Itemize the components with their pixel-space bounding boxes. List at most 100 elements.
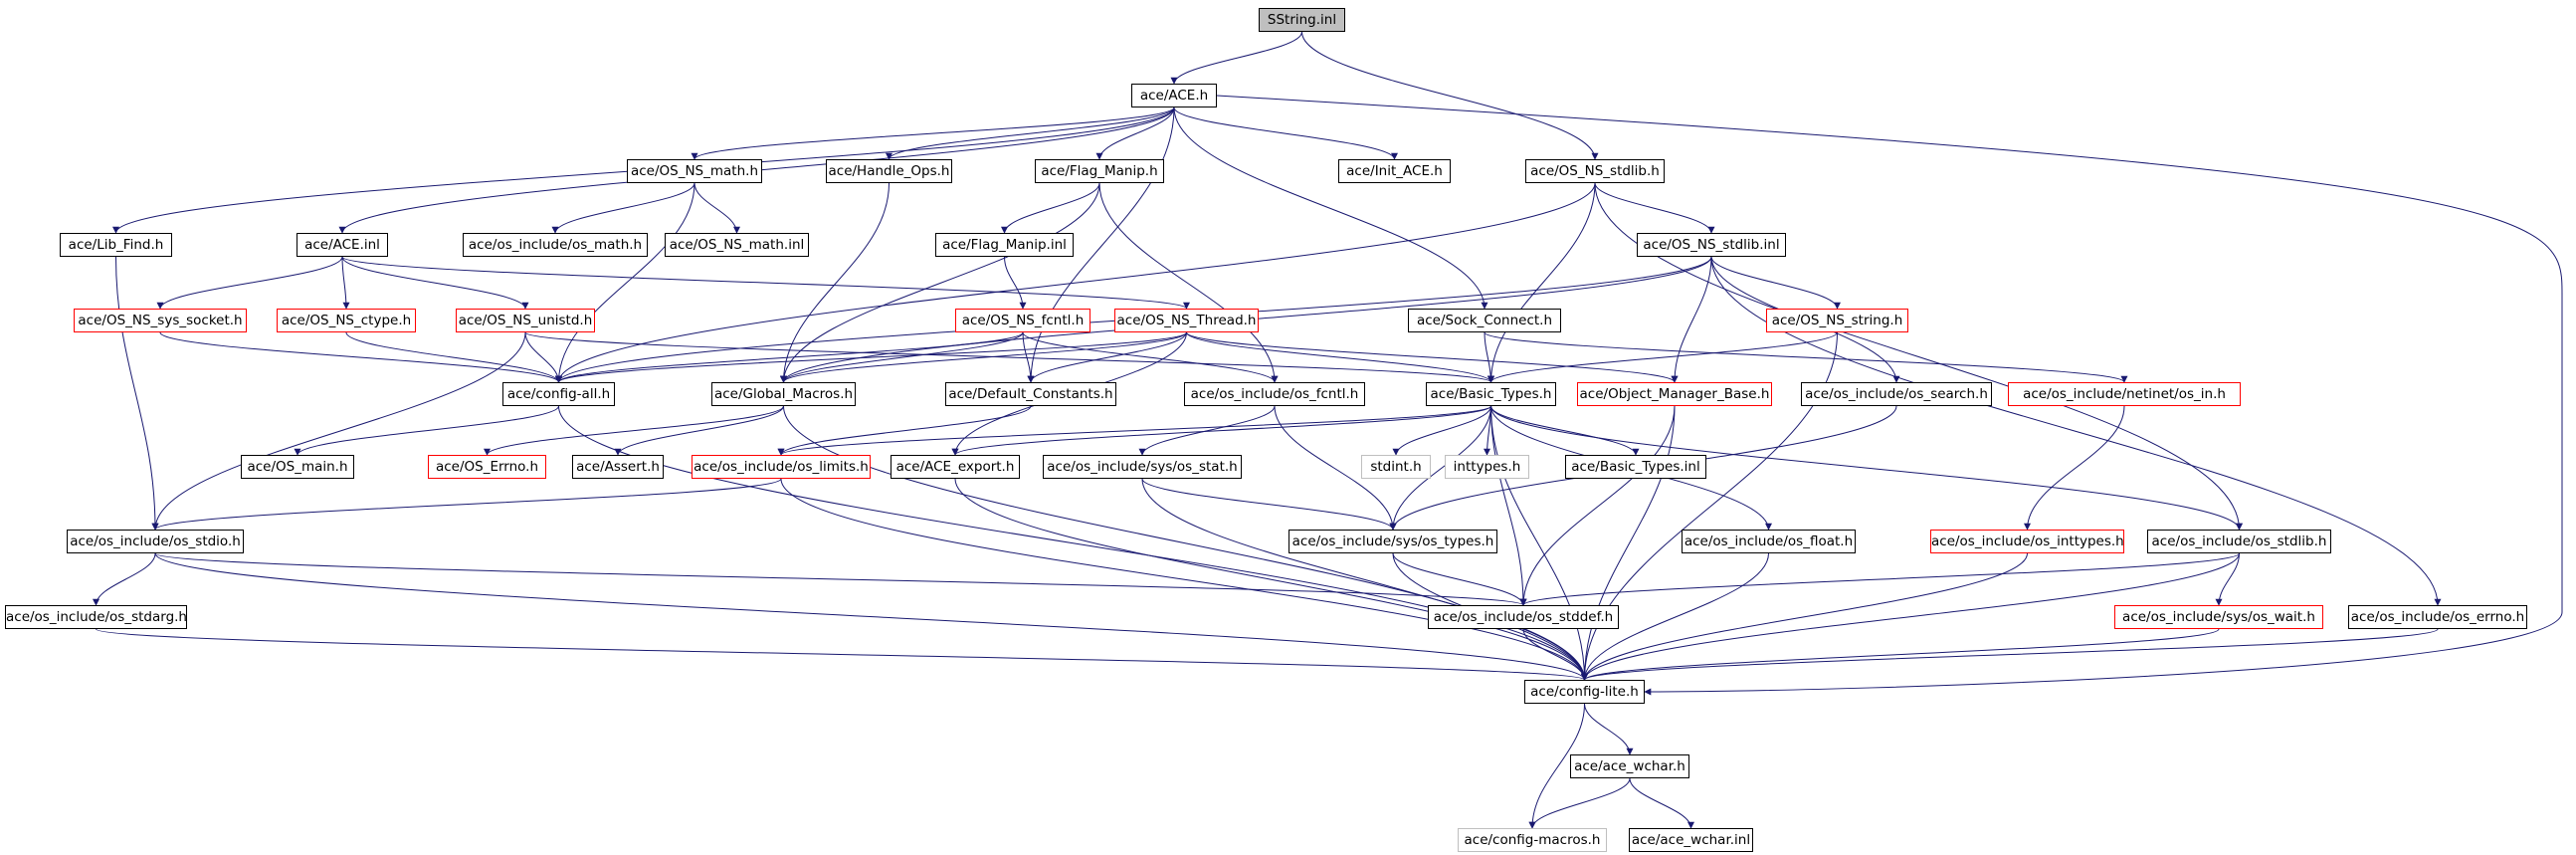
node-os-ns-ctype-h[interactable]: ace/OS_NS_ctype.h	[277, 309, 416, 332]
node-os-include-os-limits-h[interactable]: ace/os_include/os_limits.h	[692, 455, 871, 479]
node-basic-types-inl[interactable]: ace/Basic_Types.inl	[1565, 455, 1706, 479]
edge-os_include_os_errno_h-to-config_lite_h	[1581, 628, 2439, 681]
node-os-ns-stdlib-inl[interactable]: ace/OS_NS_stdlib.inl	[1637, 233, 1786, 257]
node-os-ns-thread-h[interactable]: ace/OS_NS_Thread.h	[1114, 309, 1259, 332]
node-os-include-os-errno-h[interactable]: ace/os_include/os_errno.h	[2348, 605, 2527, 629]
edge-flag_manip_inl-to-os_ns_fcntl_h	[1004, 256, 1027, 310]
node-flag-manip-h[interactable]: ace/Flag_Manip.h	[1035, 159, 1164, 183]
edge-ace_inl-to-os_ns_ctype_h	[341, 256, 350, 310]
node-os-ns-unistd-h[interactable]: ace/OS_NS_unistd.h	[456, 309, 595, 332]
edge-basic_types_h-to-os_include_os_stdlib_h	[1490, 405, 2243, 531]
edge-global_macros_h-to-os_errno_h	[484, 405, 784, 456]
node-os-include-os-search-h[interactable]: ace/os_include/os_search.h	[1801, 382, 1992, 406]
node-os-include-netinet-os-in-h[interactable]: ace/os_include/netinet/os_in.h	[2008, 382, 2241, 406]
edge-basic_types_h-to-os_include_os_stddef_h	[1490, 405, 1527, 606]
node-lib-find-h[interactable]: ace/Lib_Find.h	[60, 233, 172, 257]
edge-os_ns_fcntl_h-to-config_all_h	[555, 331, 1024, 383]
edge-flag_manip_h-to-flag_manip_inl	[1001, 182, 1100, 234]
node-config-lite-h[interactable]: ace/config-lite.h	[1524, 680, 1645, 704]
node-os-include-os-float-h[interactable]: ace/os_include/os_float.h	[1682, 530, 1856, 553]
node-os-ns-math-h[interactable]: ace/OS_NS_math.h	[627, 159, 762, 183]
node-os-ns-math-inl[interactable]: ace/OS_NS_math.inl	[665, 233, 809, 257]
edge-config_lite_h-to-config_macros_h	[1528, 703, 1585, 829]
edge-os_include_os_stddef_h-to-config_lite_h	[1522, 628, 1588, 681]
node-os-ns-fcntl-h[interactable]: ace/OS_NS_fcntl.h	[955, 309, 1090, 332]
node-os-include-os-stdlib-h[interactable]: ace/os_include/os_stdlib.h	[2147, 530, 2331, 553]
edge-os_include_sys_os_stat_h-to-os_include_sys_os_types_h	[1141, 478, 1397, 531]
edge-os_ns_unistd_h-to-config_all_h	[524, 331, 562, 383]
node-os-include-os-stddef-h[interactable]: ace/os_include/os_stddef.h	[1428, 605, 1619, 629]
node-os-include-sys-os-stat-h[interactable]: ace/os_include/sys/os_stat.h	[1043, 455, 1242, 479]
node-default-constants-h[interactable]: ace/Default_Constants.h	[945, 382, 1116, 406]
edge-sock_connect_h-to-os_include_netinet_os_in_h	[1484, 331, 2128, 383]
edge-os_include_os_limits_h-to-config_lite_h	[780, 478, 1588, 681]
edge-os_ns_thread_h-to-default_constants_h	[1027, 331, 1187, 383]
edge-os_ns_sys_socket_h-to-config_all_h	[159, 331, 562, 383]
node-basic-types-h[interactable]: ace/Basic_Types.h	[1426, 382, 1556, 406]
node-os-include-sys-os-types-h[interactable]: ace/os_include/sys/os_types.h	[1288, 530, 1497, 553]
node-ace-wchar-inl[interactable]: ace/ace_wchar.inl	[1629, 828, 1753, 852]
node-flag-manip-inl[interactable]: ace/Flag_Manip.inl	[935, 233, 1074, 257]
edge-os_ns_thread_h-to-config_all_h	[555, 331, 1187, 383]
edge-ace_h-to-os_ns_math_h	[691, 107, 1175, 160]
edge-ace_h-to-handle_ops_h	[886, 107, 1175, 160]
node-inttypes-h: inttypes.h	[1445, 455, 1529, 479]
node-os-include-os-stdio-h[interactable]: ace/os_include/os_stdio.h	[67, 530, 244, 553]
edge-ace_inl-to-os_ns_unistd_h	[341, 256, 529, 310]
node-os-ns-string-h[interactable]: ace/OS_NS_string.h	[1766, 309, 1908, 332]
edge-os_ns_stdlib_h-to-os_ns_stdlib_inl	[1594, 182, 1715, 234]
node-object-manager-base-h[interactable]: ace/Object_Manager_Base.h	[1577, 382, 1772, 406]
node-os-include-os-stdarg-h[interactable]: ace/os_include/os_stdarg.h	[5, 605, 187, 629]
node-config-macros-h: ace/config-macros.h	[1458, 828, 1607, 852]
edge-os_ns_stdlib_h-to-basic_types_h	[1487, 182, 1596, 383]
edge-ace_export_h-to-config_lite_h	[954, 478, 1588, 681]
edge-os_include_os_stdlib_h-to-config_lite_h	[1581, 552, 2240, 681]
edge-os_ns_stdlib_inl-to-os_include_os_errno_h	[1710, 256, 2442, 606]
node-sstring-inl: SString.inl	[1259, 8, 1345, 32]
edge-os_ns_string_h-to-basic_types_h	[1487, 331, 1838, 383]
edge-ace_inl-to-os_ns_thread_h	[341, 256, 1190, 310]
edge-config_all_h-to-os_main_h	[294, 405, 559, 456]
node-os-include-os-fcntl-h[interactable]: ace/os_include/os_fcntl.h	[1184, 382, 1365, 406]
edge-basic_types_h-to-ace_export_h	[951, 405, 1491, 456]
edge-os_include_sys_os_wait_h-to-config_lite_h	[1581, 628, 2220, 681]
node-ace-h[interactable]: ace/ACE.h	[1131, 84, 1217, 107]
node-config-all-h[interactable]: ace/config-all.h	[502, 382, 615, 406]
edge-os_include_os_fcntl_h-to-os_include_sys_os_types_h	[1274, 405, 1397, 531]
node-os-main-h[interactable]: ace/OS_main.h	[241, 455, 354, 479]
node-global-macros-h[interactable]: ace/Global_Macros.h	[711, 382, 856, 406]
edge-os_include_os_stdlib_h-to-os_include_sys_os_wait_h	[2215, 552, 2240, 606]
node-os-include-os-math-h[interactable]: ace/os_include/os_math.h	[463, 233, 648, 257]
node-ace-inl[interactable]: ace/ACE.inl	[297, 233, 388, 257]
node-os-include-sys-os-wait-h[interactable]: ace/os_include/sys/os_wait.h	[2114, 605, 2323, 629]
node-sock-connect-h[interactable]: ace/Sock_Connect.h	[1408, 309, 1561, 332]
node-handle-ops-h[interactable]: ace/Handle_Ops.h	[826, 159, 952, 183]
edge-os_ns_ctype_h-to-config_all_h	[345, 331, 562, 383]
edge-object_manager_base_h-to-os_include_os_stddef_h	[1519, 405, 1676, 606]
node-assert-h[interactable]: ace/Assert.h	[572, 455, 664, 479]
node-init-ace-h[interactable]: ace/Init_ACE.h	[1338, 159, 1451, 183]
edge-os_ns_stdlib_inl-to-os_ns_string_h	[1710, 256, 1841, 310]
edge-os_ns_thread_h-to-global_macros_h	[780, 331, 1187, 383]
node-os-ns-sys-socket-h[interactable]: ace/OS_NS_sys_socket.h	[74, 309, 247, 332]
node-os-ns-stdlib-h[interactable]: ace/OS_NS_stdlib.h	[1525, 159, 1665, 183]
edge-os_ns_math_h-to-os_ns_math_inl	[694, 182, 740, 234]
edge-os_include_os_stdarg_h-to-config_lite_h	[96, 628, 1588, 681]
edge-os_ns_unistd_h-to-basic_types_h	[524, 331, 1494, 383]
node-ace-export-h[interactable]: ace/ACE_export.h	[891, 455, 1020, 479]
edge-os_include_sys_os_stat_h-to-config_lite_h	[1141, 478, 1588, 681]
node-os-errno-h[interactable]: ace/OS_Errno.h	[428, 455, 546, 479]
node-ace-wchar-h[interactable]: ace/ace_wchar.h	[1570, 754, 1689, 778]
edge-ace_inl-to-os_ns_sys_socket_h	[156, 256, 343, 310]
edge-basic_types_h-to-os_include_sys_os_types_h	[1389, 405, 1491, 531]
edge-os_ns_fcntl_h-to-global_macros_h	[780, 331, 1024, 383]
edge-basic_types_h-to-os_include_os_limits_h	[777, 405, 1491, 456]
node-os-include-os-inttypes-h[interactable]: ace/os_include/os_inttypes.h	[1930, 530, 2124, 553]
edge-lib_find_h-to-os_include_os_stdio_h	[115, 256, 159, 531]
edge-os_ns_stdlib_h-to-os_include_os_stdlib_h	[1594, 182, 2243, 531]
edge-ace_h-to-sock_connect_h	[1173, 107, 1488, 310]
edge-os_include_os_limits_h-to-os_include_os_stdio_h	[151, 478, 782, 531]
edge-os_include_os_fcntl_h-to-os_include_sys_os_stat_h	[1138, 405, 1276, 456]
edge-os_ns_stdlib_inl-to-object_manager_base_h	[1671, 256, 1712, 383]
